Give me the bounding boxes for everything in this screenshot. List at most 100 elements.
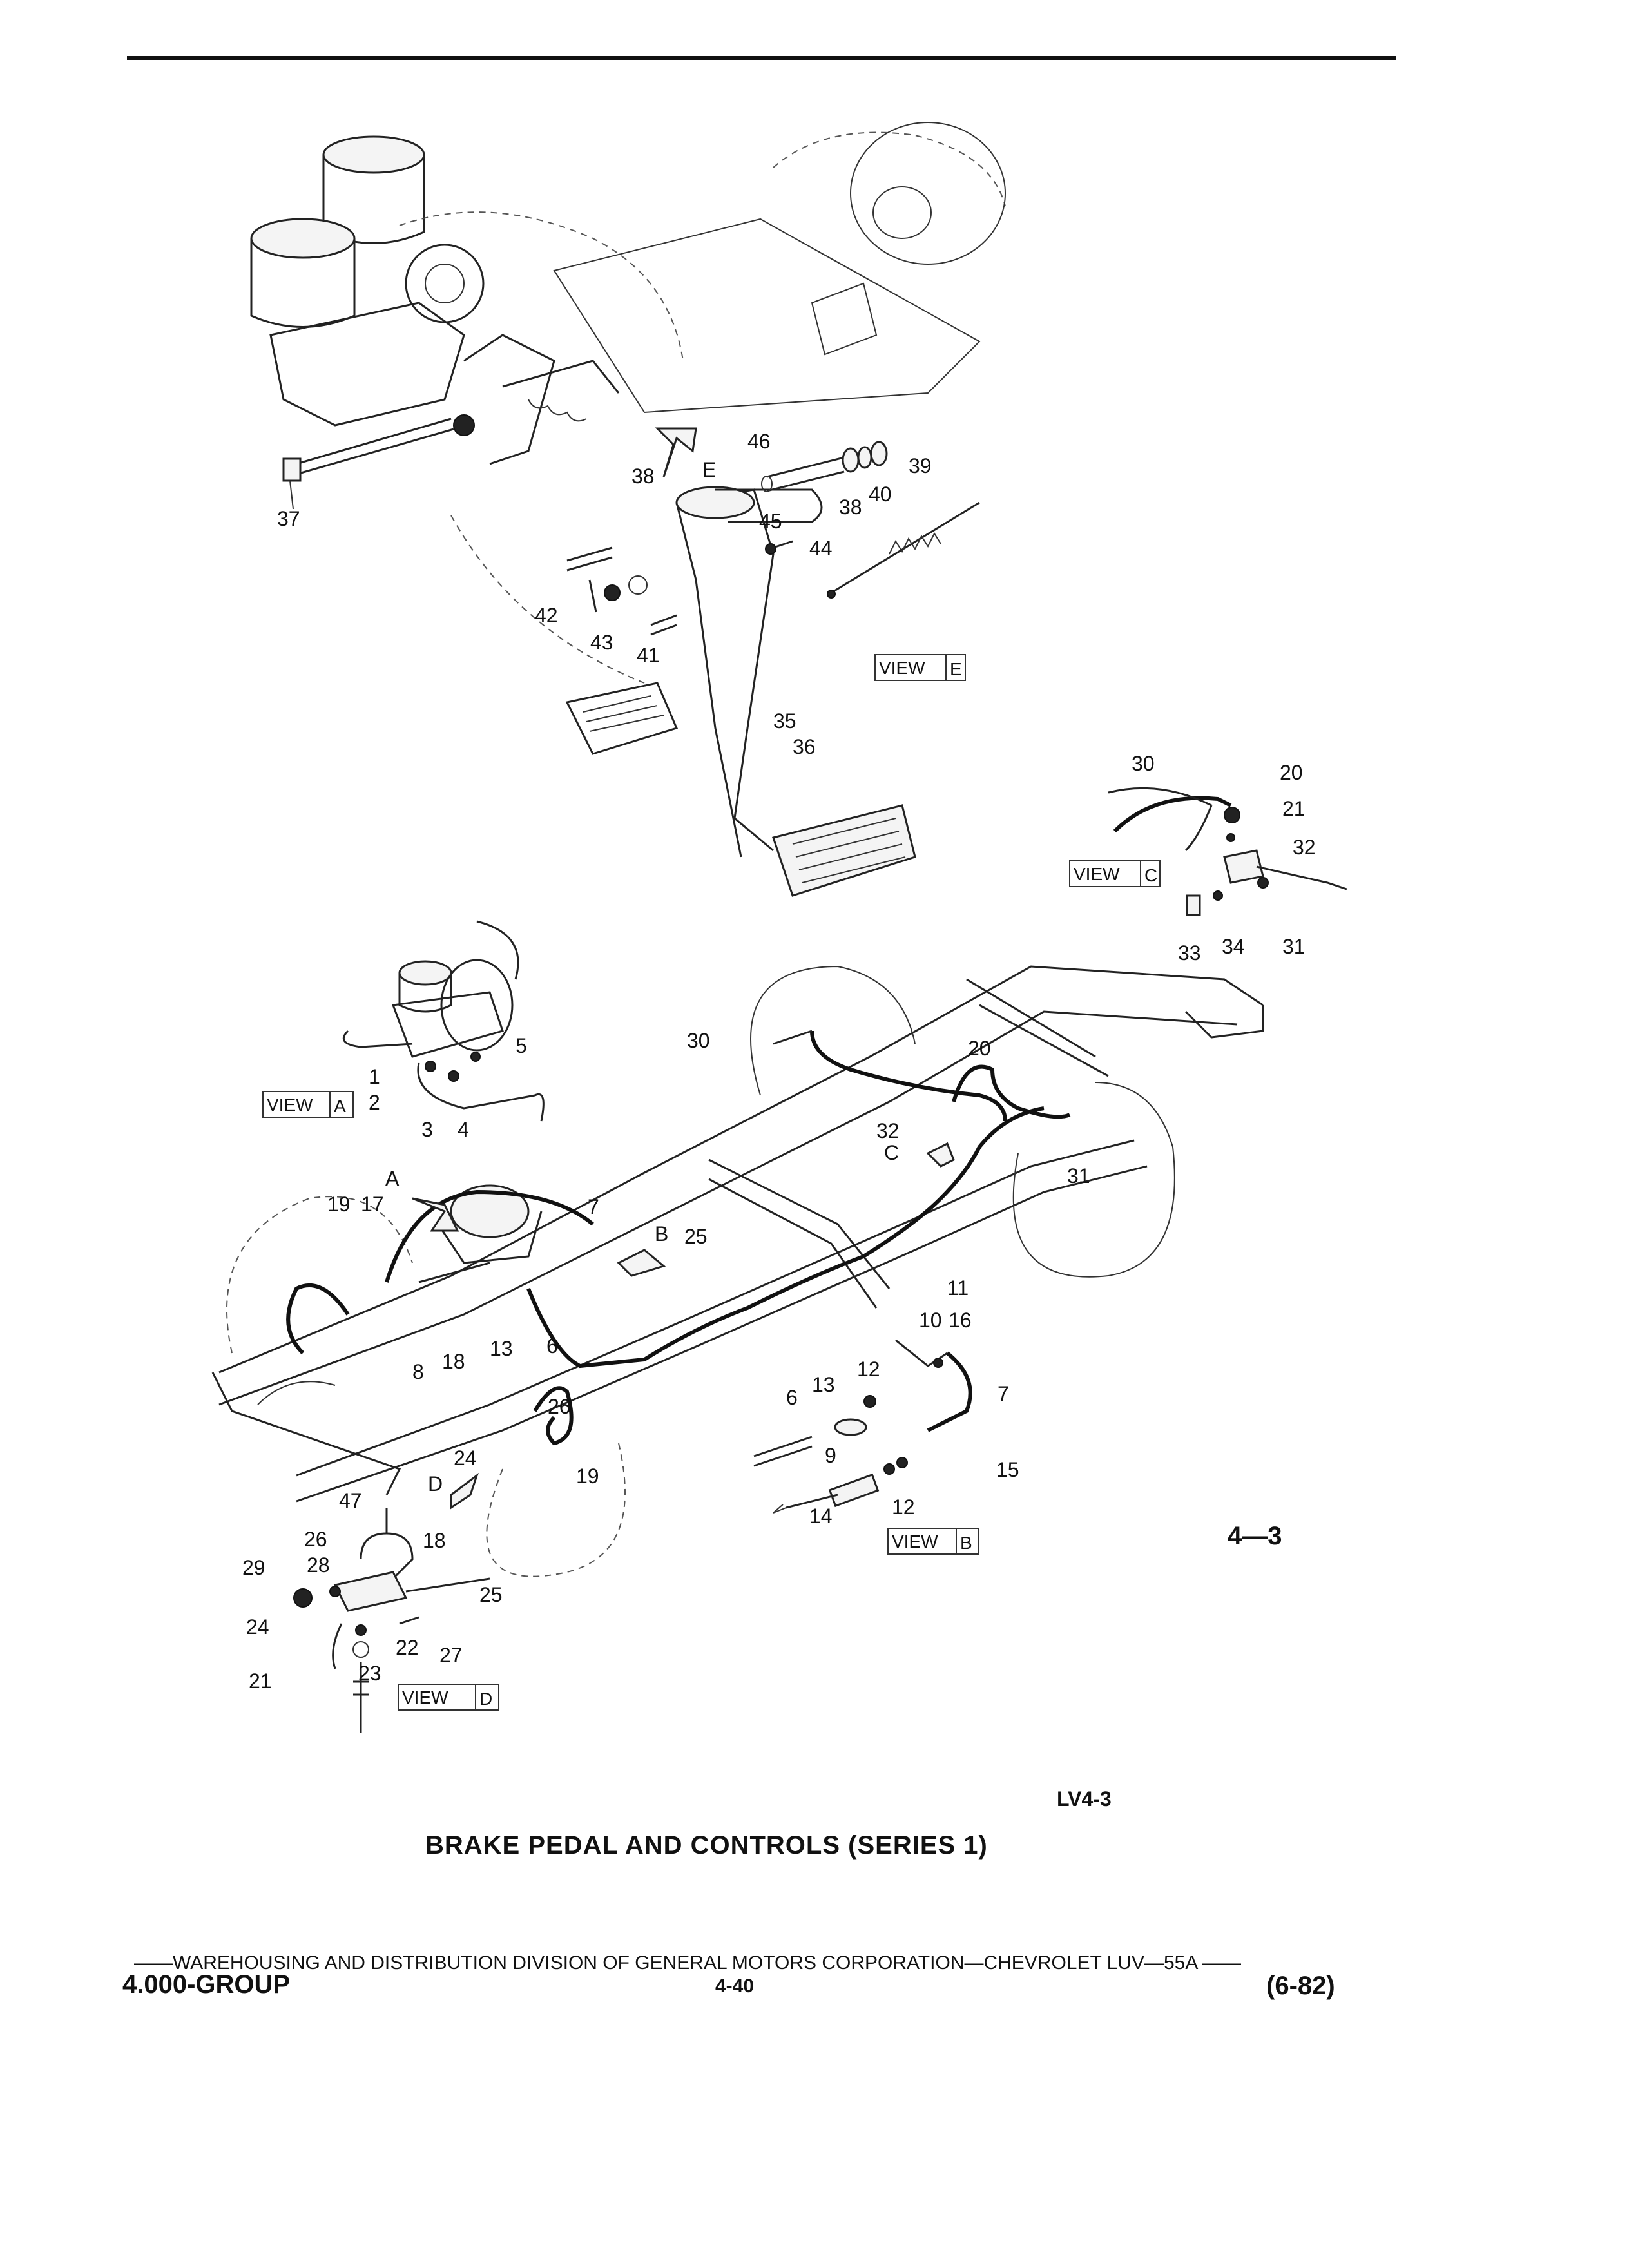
view-b-detail — [753, 1339, 972, 1514]
callout-6: 6 — [546, 1334, 558, 1358]
callout-31-view-c: 31 — [1282, 935, 1306, 958]
callout-13-view-b: 13 — [812, 1373, 835, 1396]
callout-22: 22 — [396, 1636, 419, 1659]
callout-30-view-c: 30 — [1132, 752, 1155, 775]
callout-40: 40 — [869, 483, 892, 506]
view-d-detail — [293, 1508, 490, 1733]
footer-date: (6-82) — [1266, 1972, 1335, 2000]
firewall-panel — [553, 122, 1006, 414]
figure-code: LV4-3 — [1057, 1787, 1112, 1811]
pedal-pad-36 — [772, 804, 916, 897]
view-label-e: VIEW E — [874, 654, 966, 681]
callout-30: 30 — [687, 1029, 710, 1052]
small-bolts-41-45 — [566, 540, 793, 636]
callout-21: 21 — [1282, 797, 1306, 820]
svg-text:VIEW: VIEW — [267, 1095, 313, 1115]
callout-39: 39 — [909, 454, 932, 477]
return-spring-44 — [827, 501, 980, 599]
callout-12-top: 12 — [857, 1358, 880, 1381]
booster-on-chassis — [418, 1184, 543, 1283]
callout-7: 7 — [588, 1195, 599, 1218]
callout-11: 11 — [947, 1276, 969, 1300]
brake-pedal-arm — [675, 486, 823, 858]
arrow-letter-b: B — [655, 1222, 668, 1245]
callout-35: 35 — [773, 709, 796, 733]
view-letter-c: C — [1144, 865, 1157, 885]
callout-26: 26 — [548, 1395, 571, 1418]
figure-caption: BRAKE PEDAL AND CONTROLS (SERIES 1) — [425, 1831, 988, 1860]
view-label-a: VIEW A — [262, 1091, 354, 1118]
arrow-letter-e: E — [702, 458, 716, 481]
pushrod-bolt-37 — [282, 414, 475, 510]
callout-10: 10 — [919, 1309, 942, 1332]
view-letter-a: A — [334, 1096, 346, 1116]
callout-21-view-d: 21 — [249, 1669, 272, 1693]
callout-18: 18 — [442, 1350, 465, 1373]
callout-24: 24 — [454, 1446, 477, 1470]
wheels — [226, 965, 1175, 1577]
master-cylinder-assembly — [250, 135, 684, 427]
callout-8: 8 — [412, 1360, 424, 1383]
callout-41: 41 — [637, 644, 660, 667]
callout-19: 19 — [327, 1193, 351, 1216]
callout-6-view-b: 6 — [786, 1386, 798, 1409]
arrow-letter-c: C — [884, 1141, 899, 1164]
callout-28: 28 — [307, 1553, 330, 1577]
callout-3: 3 — [421, 1118, 433, 1141]
view-label-b: VIEW B — [887, 1528, 979, 1555]
footer-page-number: 4-40 — [715, 1975, 755, 1997]
callout-18-view-d: 18 — [423, 1529, 446, 1552]
callout-42: 42 — [535, 604, 558, 627]
view-letter-e: E — [950, 659, 962, 679]
callout-24-view-d: 24 — [246, 1615, 269, 1639]
callout-37: 37 — [277, 507, 300, 530]
callout-29: 29 — [242, 1556, 265, 1579]
svg-text:VIEW: VIEW — [879, 658, 925, 678]
old-pedal-pad-ghost — [565, 682, 679, 755]
callout-12-bottom: 12 — [892, 1495, 915, 1519]
callout-4: 4 — [458, 1118, 469, 1141]
callout-25: 25 — [684, 1225, 708, 1248]
view-arrow-e — [655, 427, 697, 477]
view-label-c: VIEW C — [1069, 860, 1161, 887]
callout-26-view-d: 26 — [304, 1528, 327, 1551]
callout-47: 47 — [339, 1489, 362, 1512]
view-label-d: VIEW D — [398, 1684, 499, 1711]
callout-7-view-b: 7 — [998, 1382, 1009, 1405]
chassis-frame — [211, 965, 1264, 1503]
callout-1: 1 — [369, 1065, 380, 1088]
brake-lines — [286, 1030, 1071, 1446]
callout-27: 27 — [439, 1644, 463, 1667]
svg-text:VIEW: VIEW — [402, 1687, 448, 1707]
view-a-detail — [342, 920, 545, 1122]
callout-43: 43 — [590, 631, 613, 654]
callout-15: 15 — [996, 1458, 1019, 1481]
callout-38: 38 — [631, 465, 655, 488]
callout-46: 46 — [747, 430, 771, 453]
view-letter-d: D — [479, 1689, 492, 1709]
callout-13: 13 — [490, 1337, 513, 1360]
pivot-shaft-46 — [761, 441, 888, 492]
callout-9: 9 — [825, 1444, 836, 1467]
callout-38-right: 38 — [839, 495, 862, 519]
callout-32-view-c: 32 — [1293, 836, 1316, 859]
callout-32: 32 — [876, 1119, 900, 1142]
callout-16: 16 — [949, 1309, 972, 1332]
callout-20: 20 — [968, 1037, 991, 1060]
callout-31: 31 — [1067, 1164, 1090, 1187]
arrow-letter-d: D — [428, 1472, 443, 1495]
footer-group: 4.000-GROUP — [122, 1970, 291, 1999]
callout-44: 44 — [809, 537, 833, 560]
callout-17: 17 — [361, 1193, 384, 1216]
callout-33: 33 — [1178, 941, 1201, 965]
callout-20-view-c: 20 — [1280, 761, 1303, 784]
callout-34: 34 — [1222, 935, 1245, 958]
view-letter-b: B — [960, 1533, 972, 1553]
pedal-bracket — [450, 334, 645, 684]
view-arrows — [412, 1142, 955, 1510]
callout-5: 5 — [516, 1034, 527, 1057]
view-c-detail — [1108, 787, 1347, 916]
callout-14: 14 — [809, 1504, 833, 1528]
figure-number: 4—3 — [1228, 1522, 1282, 1550]
